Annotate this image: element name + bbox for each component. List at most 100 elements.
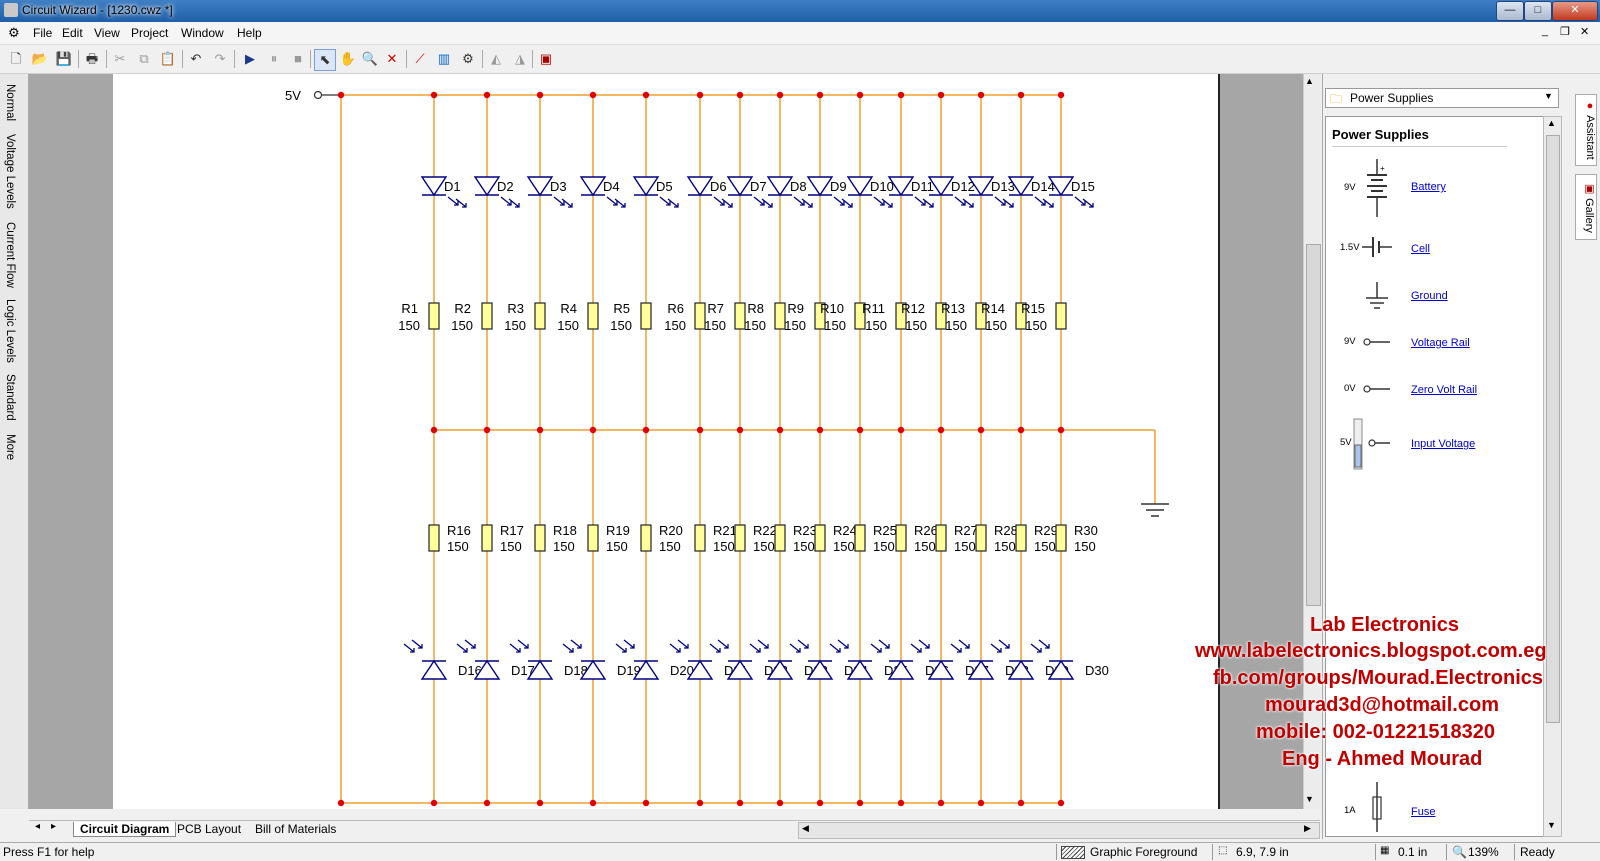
rotate-icon[interactable]: ◮ — [515, 51, 525, 66]
tab-normal[interactable]: Normal — [4, 84, 16, 122]
battery-value: 9V — [1344, 182, 1356, 193]
junction-node — [337, 799, 345, 807]
print-icon[interactable]: 🖶 — [85, 51, 99, 66]
menu-help[interactable]: Help — [237, 26, 262, 40]
undo-icon[interactable]: ↶ — [190, 51, 202, 66]
chevron-down-icon[interactable]: ▼ — [1544, 91, 1553, 101]
redo-icon[interactable]: ↷ — [214, 51, 226, 66]
diode-label: D20 — [670, 663, 694, 678]
tab-pcb-layout[interactable]: PCB Layout — [177, 822, 242, 836]
watermark-line: Lab Electronics — [1310, 614, 1459, 636]
horizontal-scrollbar[interactable]: ◀ ▶ — [798, 822, 1320, 839]
delete-icon[interactable]: ✕ — [386, 51, 398, 66]
zero-volt-rail-icon[interactable] — [1362, 382, 1392, 396]
tab-gallery[interactable]: ▣ Gallery — [1575, 174, 1597, 240]
scroll-up-icon[interactable]: ▲ — [1547, 118, 1556, 128]
input-voltage-value: 5V — [1340, 437, 1352, 448]
resistor-label: R18 — [553, 523, 577, 538]
scroll-up-icon[interactable]: ▲ — [1305, 76, 1314, 86]
mdi-minimize-button[interactable]: _ — [1542, 25, 1549, 37]
scroll-thumb[interactable] — [1546, 135, 1560, 723]
scroll-thumb[interactable] — [1306, 244, 1321, 606]
junction-node — [937, 426, 945, 434]
gallery-item-input-voltage[interactable]: Input Voltage — [1411, 438, 1476, 450]
tab-voltage-levels[interactable]: Voltage Levels — [4, 134, 16, 209]
circuit-schematic[interactable]: 5VD1R1150R16150D16D2R2150R17150D17D3R315… — [113, 74, 1218, 809]
led-bottom — [766, 659, 794, 680]
canvas-vertical-scrollbar[interactable]: ▲ ▼ — [1303, 74, 1321, 809]
menu-view[interactable]: View — [94, 26, 120, 40]
menu-project[interactable]: Project — [131, 26, 169, 40]
resistor-value: 150 — [500, 539, 522, 554]
new-file-icon[interactable]: 🗋 — [10, 51, 22, 66]
scroll-left-icon[interactable]: ◀ — [802, 823, 809, 833]
save-icon[interactable]: 💾 — [55, 51, 73, 66]
mdi-restore-button[interactable]: ❐ — [1560, 26, 1570, 38]
select-pointer-icon[interactable]: ⬉ — [314, 49, 336, 71]
voltage-rail-icon[interactable] — [1362, 335, 1392, 349]
gallery-item-voltage-rail[interactable]: Voltage Rail — [1411, 337, 1470, 349]
probe-icon[interactable]: ⟋ — [415, 51, 425, 66]
tab-next-icon[interactable]: ▸ — [51, 821, 57, 832]
cut-icon[interactable]: ✂ — [114, 51, 126, 66]
fuse-icon[interactable] — [1362, 782, 1392, 832]
copy-icon[interactable]: ⧉ — [139, 51, 149, 66]
gallery-scrollbar[interactable]: ▲ ▼ — [1543, 116, 1562, 837]
battery-icon[interactable]: + — [1362, 159, 1392, 219]
pause-icon[interactable]: ⏸ — [270, 51, 278, 66]
gallery-category-select[interactable]: 🗀 Power Supplies ▼ — [1325, 88, 1559, 108]
stop-icon[interactable]: ■ — [294, 51, 302, 66]
resistor-label: R25 — [873, 523, 897, 538]
tab-circuit-diagram[interactable]: Circuit Diagram — [73, 822, 177, 837]
led-emission-arrows — [990, 639, 1010, 653]
menu-window[interactable]: Window — [181, 26, 224, 40]
scroll-down-icon[interactable]: ▼ — [1305, 794, 1314, 804]
led-bottom — [579, 659, 607, 680]
gallery-box-icon[interactable]: ▣ — [539, 51, 553, 66]
gallery-item-zero-volt-rail[interactable]: Zero Volt Rail — [1411, 384, 1478, 396]
tab-more[interactable]: More — [4, 434, 16, 461]
gallery-item-fuse[interactable]: Fuse — [1411, 806, 1436, 818]
paste-icon[interactable]: 📋 — [159, 51, 177, 66]
tab-logic-levels[interactable]: Logic Levels — [4, 299, 16, 363]
menu-edit[interactable]: Edit — [62, 26, 83, 40]
led-emission-arrows — [500, 196, 520, 208]
graph-icon[interactable]: ▥ — [437, 51, 451, 66]
resistor-value: 150 — [873, 539, 895, 554]
resistor-value: 150 — [451, 318, 473, 333]
scroll-down-icon[interactable]: ▼ — [1547, 820, 1556, 830]
maximize-button[interactable]: □ — [1524, 1, 1552, 21]
led-top — [632, 176, 660, 197]
fuse-value: 1A — [1344, 805, 1356, 816]
mdi-close-button[interactable]: ✕ — [1580, 26, 1590, 38]
ground-icon[interactable] — [1362, 282, 1392, 312]
input-voltage-icon[interactable] — [1352, 417, 1392, 473]
gallery-item-battery[interactable]: Battery — [1411, 181, 1446, 193]
gallery-item-cell[interactable]: Cell — [1411, 243, 1430, 255]
zoom-icon[interactable]: 🔍 — [361, 51, 379, 66]
tab-bill-of-materials[interactable]: Bill of Materials — [255, 822, 337, 836]
tab-current-flow[interactable]: Current Flow — [4, 222, 16, 288]
menu-file[interactable]: File — [33, 26, 53, 40]
diode-label: D13 — [991, 179, 1015, 194]
resistor-bottom — [694, 524, 706, 552]
close-button[interactable]: ✕ — [1552, 1, 1598, 21]
open-folder-icon[interactable]: 📂 — [31, 51, 49, 66]
flip-icon[interactable]: ◭ — [491, 51, 501, 66]
diode-label: D7 — [750, 179, 767, 194]
document-icon[interactable]: ⚙ — [8, 25, 20, 40]
tab-prev-icon[interactable]: ◂ — [35, 821, 41, 832]
status-state: Ready — [1520, 845, 1555, 859]
minimize-button[interactable]: — — [1496, 1, 1524, 21]
tab-standard[interactable]: Standard — [4, 374, 16, 421]
pan-hand-icon[interactable]: ✋ — [339, 51, 357, 66]
title-bar: Circuit Wizard - [1230.cwz *] — □ ✕ — [0, 0, 1600, 22]
resistor-label: R12 — [901, 301, 925, 316]
run-icon[interactable]: ▶ — [245, 51, 255, 66]
cell-icon[interactable] — [1362, 235, 1392, 259]
components-icon[interactable]: ⚙ — [462, 51, 474, 66]
tab-assistant[interactable]: ● Assistant — [1575, 94, 1597, 166]
scroll-right-icon[interactable]: ▶ — [1304, 823, 1311, 833]
gallery-item-ground[interactable]: Ground — [1411, 290, 1448, 302]
